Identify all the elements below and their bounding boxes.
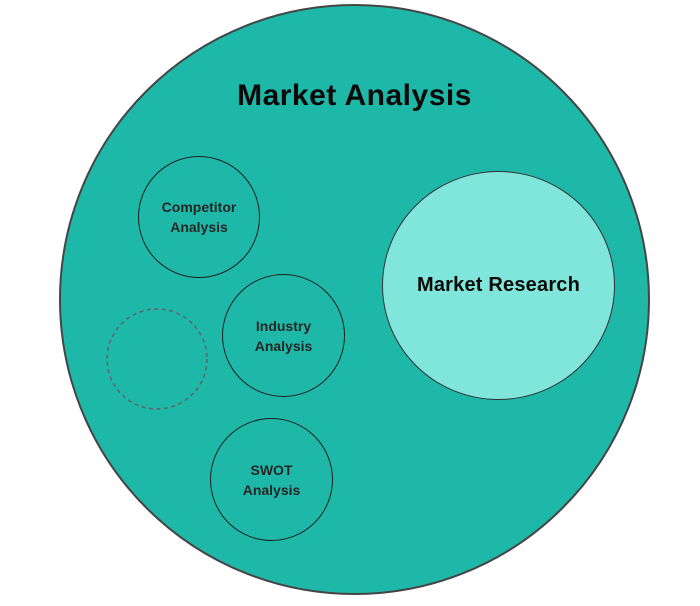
diagram-title: Market Analysis bbox=[237, 79, 472, 112]
industry-analysis-label-line1: Industry bbox=[255, 317, 312, 334]
market-research-label: Market Research bbox=[416, 274, 581, 296]
industry-analysis-label-line2: Analysis bbox=[254, 337, 313, 354]
dashed-circle-outline bbox=[106, 308, 208, 410]
swot-analysis-label-line1: SWOT bbox=[250, 461, 293, 478]
competitor-analysis-label-line1: Competitor bbox=[161, 199, 237, 215]
competitor-analysis-circle: Competitor Analysis bbox=[138, 156, 260, 278]
industry-analysis-circle: Industry Analysis bbox=[222, 274, 345, 397]
swot-analysis-circle: SWOT Analysis bbox=[210, 418, 333, 541]
empty-dashed-circle bbox=[106, 308, 208, 410]
swot-analysis-label-line2: Analysis bbox=[242, 481, 301, 498]
competitor-analysis-label-line2: Analysis bbox=[170, 219, 228, 235]
market-research-circle: Market Research bbox=[382, 171, 615, 400]
